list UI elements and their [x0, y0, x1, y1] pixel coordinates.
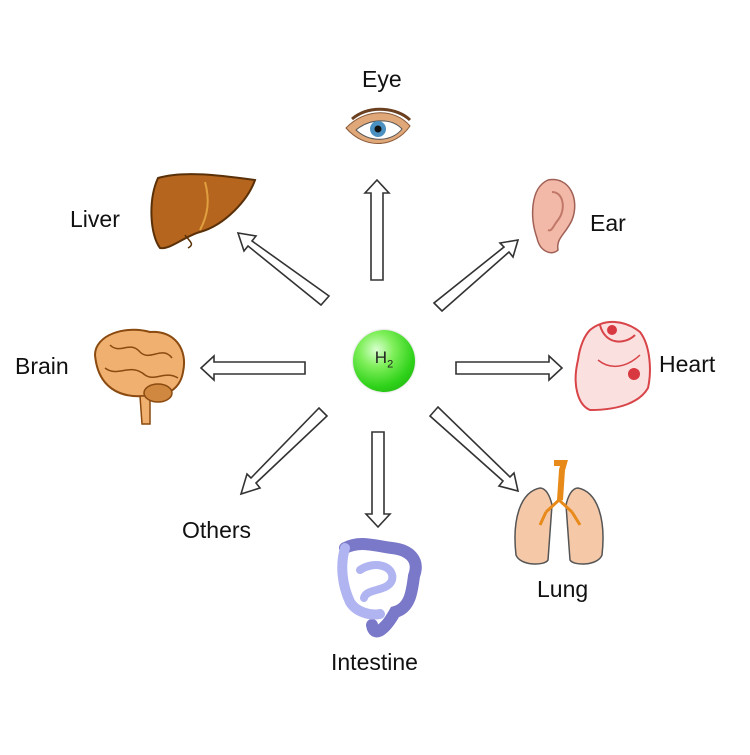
label-brain: Brain — [15, 353, 69, 379]
hydrogen-symbol: H2 — [374, 348, 394, 371]
lung-icon — [514, 460, 604, 565]
ear-icon — [531, 178, 576, 254]
arrow-to-brain — [199, 354, 306, 382]
liver-icon — [150, 173, 257, 250]
label-intestine: Intestine — [331, 649, 418, 675]
label-ear: Ear — [590, 210, 626, 236]
heart-icon — [574, 321, 651, 412]
label-heart: Heart — [659, 351, 716, 377]
arrow-to-others — [239, 406, 329, 496]
brain-icon — [93, 328, 186, 425]
label-others: Others — [182, 517, 252, 543]
arrow-to-eye — [363, 178, 391, 281]
hydrogen-subscript: 2 — [387, 358, 394, 371]
arrow-to-intestine — [364, 431, 392, 529]
arrow-to-ear — [432, 239, 520, 313]
arrow-to-heart — [455, 354, 564, 382]
label-liver: Liver — [70, 206, 120, 232]
label-eye: Eye — [362, 66, 402, 92]
intestine-icon — [337, 537, 422, 638]
arrow-to-lung — [428, 405, 520, 493]
arrow-to-liver — [236, 231, 331, 307]
eye-icon — [345, 107, 412, 144]
label-lung: Lung — [537, 576, 589, 602]
hydrogen-node: H2 — [353, 330, 415, 392]
